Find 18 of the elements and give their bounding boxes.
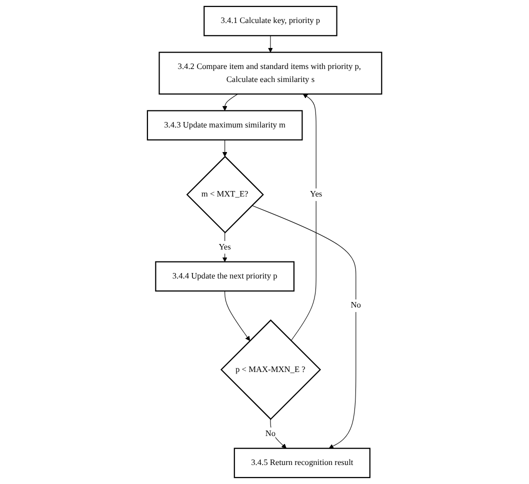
edge-label: No [350,300,361,310]
arrow [290,94,316,342]
node-box: 3.4.4 Update the next priority p [155,261,294,292]
node-box: 3.4.3 Update maximum similarity m [146,110,303,140]
arrow [222,140,228,157]
node-box: 3.4.1 Calculate key, priority p [204,6,338,36]
edge-label: Yes [218,242,231,252]
node-diamond: m < MXT_E? [186,156,264,234]
edge-label: Yes [310,190,322,199]
arrow [270,418,286,449]
arrow [268,35,273,53]
node-diamond: p < MAX-MXN_E ? [220,319,321,420]
arrow [222,94,238,111]
node-box: 3.4.2 Compare item and standard items with priority p, Calculate each similarity s [158,52,382,95]
arrow [252,205,356,449]
edge-label: No [265,429,276,438]
node-box: 3.4.5 Return recognition result [234,448,370,478]
arrow [224,290,250,341]
